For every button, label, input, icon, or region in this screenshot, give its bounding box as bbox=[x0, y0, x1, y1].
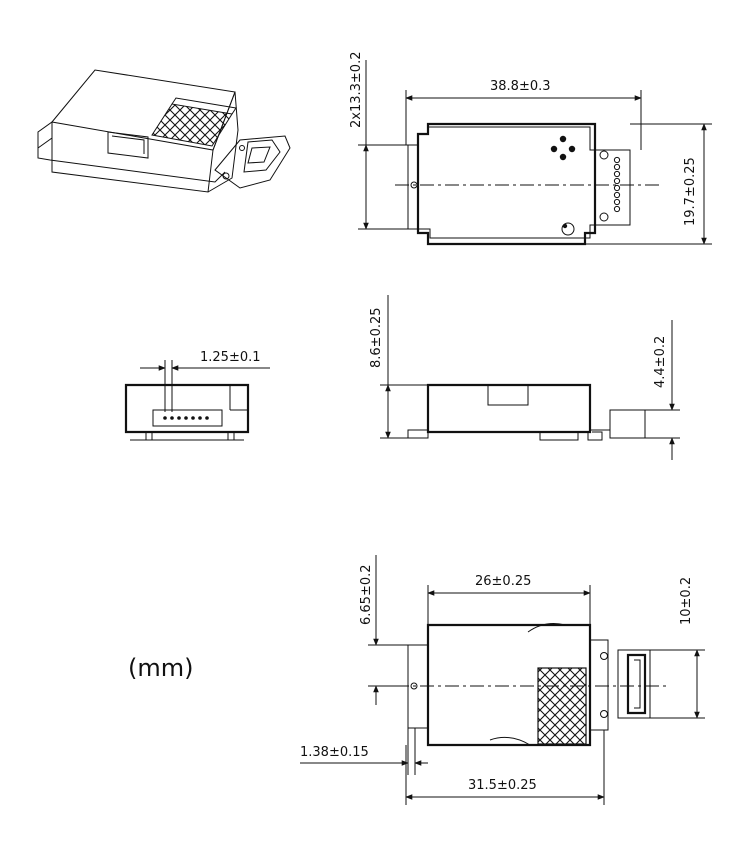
isometric-view bbox=[37, 69, 291, 193]
dim-bottom-offset: 6.65±0.2 bbox=[359, 564, 374, 625]
dim-top-length: 38.8±0.3 bbox=[490, 79, 551, 94]
dim-bottom-flange: 1.38±0.15 bbox=[300, 745, 369, 760]
dim-end-pitch: 1.25±0.1 bbox=[200, 350, 261, 365]
bottom-view bbox=[300, 555, 705, 805]
end-view bbox=[124, 360, 270, 441]
end-pins bbox=[163, 416, 209, 420]
top-view bbox=[358, 60, 712, 246]
side-view bbox=[380, 295, 680, 460]
dim-top-width: 19.7±0.25 bbox=[683, 157, 698, 226]
dim-top-hole-spacing: 2x13.3±0.2 bbox=[349, 52, 364, 128]
dim-side-height: 8.6±0.25 bbox=[369, 307, 384, 368]
dim-bottom-body-length: 26±0.25 bbox=[475, 574, 531, 589]
dim-side-connector-height: 4.4±0.2 bbox=[653, 336, 668, 388]
dim-bottom-connector-width: 10±0.2 bbox=[679, 577, 694, 625]
unit-note: (mm) bbox=[128, 654, 193, 682]
connector-pads bbox=[613, 156, 621, 213]
dim-bottom-length: 31.5±0.25 bbox=[468, 778, 537, 793]
